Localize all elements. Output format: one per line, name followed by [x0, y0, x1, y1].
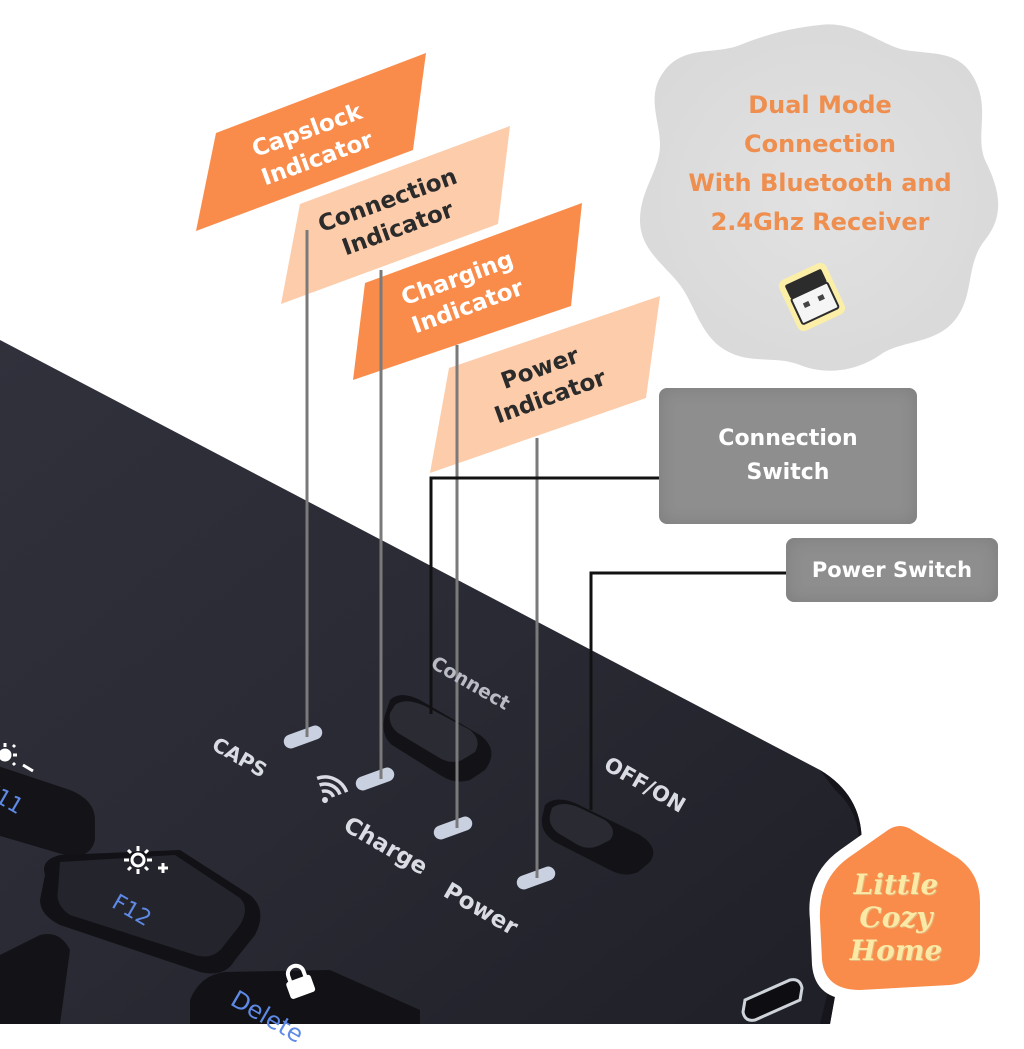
- key-f12-top: [57, 855, 245, 957]
- badge-line-3: With Bluetooth and: [688, 169, 952, 197]
- key-f11: [0, 766, 95, 856]
- logo-line-3: Home: [849, 934, 943, 967]
- connection-switch-line1: Connection: [718, 426, 858, 451]
- power-switch-text: Power Switch: [811, 558, 973, 582]
- connection-switch-line2: Switch: [746, 460, 830, 485]
- callout-flag-power: [430, 296, 660, 473]
- connection-switch-label: Connection Switch: [659, 388, 917, 524]
- logo-line-1: Little: [853, 868, 939, 901]
- callout-flag-connection: [281, 126, 510, 304]
- keyboard-illustration: [0, 24, 999, 1024]
- logo-house: [819, 826, 980, 990]
- callout-flag-charging: [353, 203, 582, 380]
- logo-line-2: Cozy: [859, 901, 933, 934]
- key-lower-left: [0, 934, 70, 1024]
- product-infographic: Capslock Indicator Connection Indicator …: [0, 24, 999, 1049]
- led-connection: [355, 767, 395, 791]
- led-caps: [283, 725, 323, 749]
- dual-mode-badge-text: Dual Mode Connection With Bluetooth and …: [660, 86, 980, 242]
- usb-port: [741, 978, 804, 1022]
- badge-line-4: 2.4Ghz Receiver: [710, 208, 930, 236]
- badge-line-2: Connection: [743, 130, 897, 158]
- lock-icon: [285, 963, 316, 999]
- power-switch-label: Power Switch: [786, 538, 998, 602]
- wifi-icon: [316, 775, 349, 803]
- led-charge: [433, 816, 473, 840]
- brightness-down-icon: [0, 743, 34, 773]
- power-switch-knob: [549, 804, 614, 848]
- leader-line-connection-switch: [429, 476, 659, 714]
- brightness-up-icon: [124, 846, 168, 874]
- callout-flag-capslock: [196, 53, 426, 231]
- callout-power: Power Indicator: [438, 318, 653, 448]
- key-delete: [190, 970, 420, 1024]
- usb-receiver-icon: [778, 262, 846, 332]
- leader-line-power-switch: [589, 571, 786, 810]
- badge-flower: [640, 24, 999, 371]
- badge-line-1: Dual Mode: [748, 91, 892, 119]
- little-cozy-home-logo: Little Cozy Home: [826, 868, 966, 967]
